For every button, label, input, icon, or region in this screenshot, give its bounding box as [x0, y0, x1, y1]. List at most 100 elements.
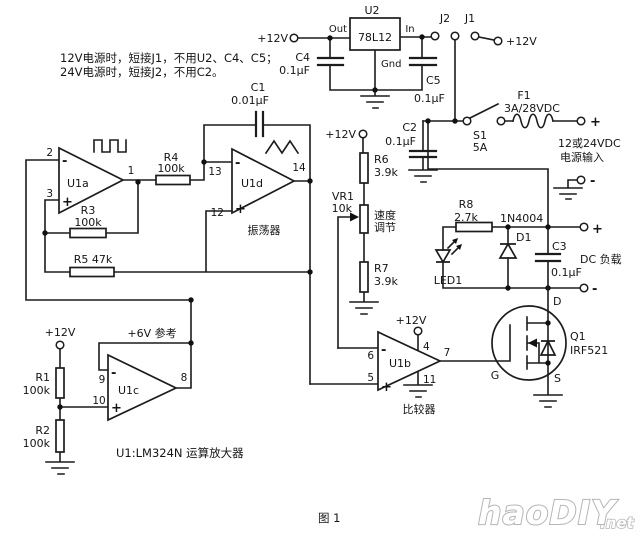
r6-value: 3.9k: [374, 166, 398, 179]
led1-symbol: [434, 249, 452, 264]
u1b-pin11: 11: [423, 374, 436, 386]
junction: [545, 224, 551, 230]
vr1-wiper-arrow: [350, 212, 359, 222]
load-minus-sign: -: [592, 282, 597, 297]
regulator-ground: [360, 89, 390, 109]
load-feed-wire: [427, 120, 549, 228]
comparator-caption: 比较器: [403, 402, 436, 416]
r8-value: 2.7k: [454, 211, 478, 224]
load-plus-sign: +: [592, 222, 603, 237]
q1-mosfet-body: [491, 305, 567, 381]
u1d-ref: U1d: [241, 177, 263, 190]
u1d-opamp-body: [231, 147, 296, 215]
u1c-pin10: 10: [92, 395, 105, 407]
c4-capacitor: [316, 56, 345, 67]
supply-minus-sign: -: [590, 174, 595, 189]
u2-pin-out: Out: [329, 24, 347, 35]
u1b-pin4: 4: [423, 341, 430, 353]
d1-ref: D1: [516, 231, 531, 244]
c2-capacitor: [408, 149, 438, 159]
supply-title: 12或24VDC: [558, 137, 621, 150]
square-wave-icon: [93, 139, 127, 153]
r1-resistor-body: [55, 367, 65, 399]
oscillator-wires: [25, 124, 311, 385]
u1a-pin1: 1: [128, 165, 135, 177]
junction: [188, 340, 194, 346]
r7-resistor-body: [359, 261, 369, 293]
comparator-wires: [309, 334, 433, 398]
u1c-ref: U1c: [118, 384, 139, 397]
led1-rays: [446, 239, 461, 256]
c3-capacitor: [534, 252, 562, 263]
j2-terminal-a: [430, 31, 440, 41]
u2-regulator-body: [349, 17, 401, 51]
r1-rail-label: +12V: [45, 326, 76, 339]
j1-label: J1: [464, 12, 475, 25]
u1a-plus: +: [62, 195, 73, 210]
speed-control-section: +12V R6 3.9k VR1 10k 速度 调节 R7 3.9k: [325, 128, 398, 349]
mosfet-section: D G S Q1 IRF521: [439, 287, 608, 408]
q1-wires: [439, 287, 563, 408]
u1c-plus: +: [111, 401, 122, 416]
u1b-opamp-body: [377, 330, 443, 392]
c3-ref: C3: [552, 240, 567, 253]
d1-part: 1N4004: [500, 212, 543, 225]
battery-minus-ground: [553, 179, 583, 200]
c5-ref: C5: [426, 74, 441, 87]
r4-value: 100k: [157, 162, 185, 175]
u1d-pin14: 14: [292, 162, 306, 174]
output-wires: [442, 226, 581, 289]
note-line1: 12V电源时，短接J1，不用U2、C4、C5；: [60, 51, 278, 65]
r4-ref: R4: [164, 151, 179, 164]
u1-note: U1:LM324N 运算放大器: [116, 446, 244, 460]
junction: [57, 404, 63, 410]
reference-section: +12V R1 100k R2 100k U1c - + 9 10 8 +6V …: [23, 297, 194, 475]
u1a-pin3: 3: [46, 188, 53, 200]
junction: [505, 285, 511, 291]
q1-pin-s: S: [554, 372, 561, 385]
r7-value: 3.9k: [374, 275, 398, 288]
q1-body-arrow: [528, 338, 537, 348]
u1d-minus: -: [235, 156, 240, 171]
load-minus-terminal: [579, 283, 589, 293]
junction: [307, 178, 313, 184]
led1-label: LED1: [434, 274, 463, 287]
speed-wires: [337, 137, 379, 349]
c2-branch: [408, 120, 438, 183]
note-line2: 24V电源时，短接J2，不用C2。: [60, 65, 224, 79]
f1-value: 3A/28VDC: [504, 102, 560, 115]
u1b-rail-label: +12V: [396, 314, 427, 327]
rail-terminal-left: [289, 33, 299, 43]
r6-rail-label: +12V: [325, 128, 356, 141]
r3-value: 100k: [74, 216, 102, 229]
junction: [307, 269, 313, 275]
rail-label-right: +12V: [506, 35, 537, 48]
c1-value: 0.01µF: [231, 94, 269, 107]
q1-part: IRF521: [570, 344, 608, 357]
junction: [425, 118, 431, 124]
r4-resistor-body: [155, 174, 191, 186]
u1b-minus: -: [381, 343, 386, 358]
s1-value: 5A: [473, 141, 488, 154]
oscillator-section: U1a - + 2 3 1 R4 100k R3 100k R5 47k U1d…: [25, 81, 313, 385]
u1c-pin8: 8: [181, 372, 188, 384]
u1a-pin2: 2: [46, 147, 53, 159]
load-label: DC 负载: [580, 252, 622, 266]
u1b-pin6: 6: [367, 350, 374, 362]
supply-minus-terminal: [576, 175, 586, 185]
r2-ref: R2: [35, 424, 50, 437]
vr1-value: 10k: [332, 202, 353, 215]
junction: [372, 87, 378, 93]
r8-ref: R8: [459, 198, 474, 211]
r5-label: R5 47k: [74, 253, 113, 266]
c5-capacitor: [408, 56, 438, 67]
vr1-pot-body: [359, 204, 369, 234]
junction: [505, 224, 511, 230]
junction: [188, 297, 194, 303]
r6-rail-terminal: [358, 129, 368, 139]
output-section: R8 2.7k 1N4004 D1 LED1 C3 0.1µF + DC 负载 …: [434, 198, 622, 297]
u1b-pin7: 7: [444, 347, 451, 359]
supply-plus-terminal: [576, 116, 586, 126]
j2-terminal-b: [450, 31, 460, 41]
